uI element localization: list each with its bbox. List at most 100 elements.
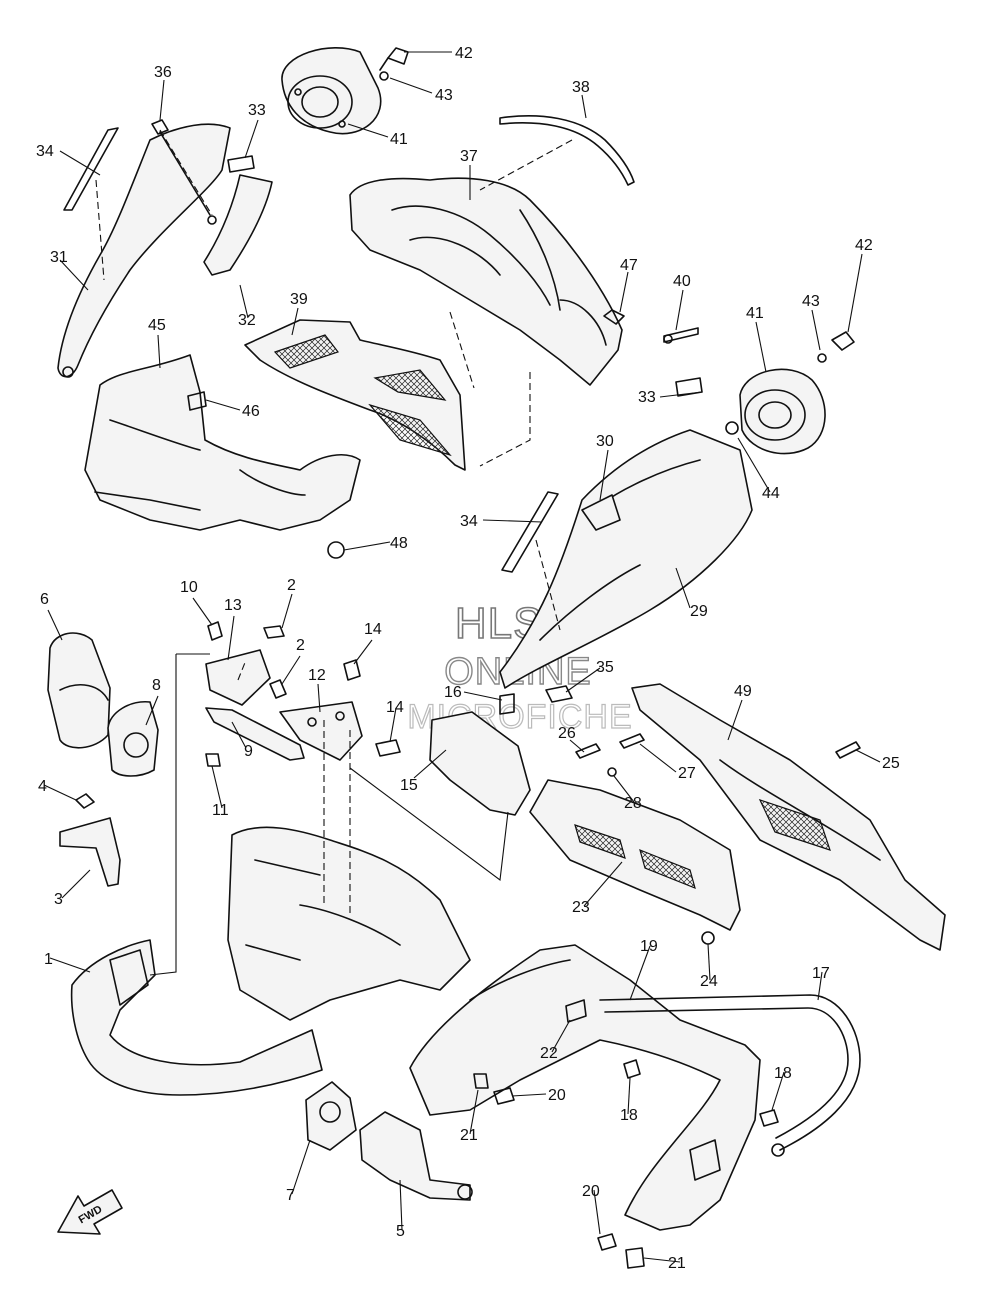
- callout-13: 13: [224, 597, 242, 614]
- part-34-lower-strip: [501, 491, 559, 573]
- callout-32: 32: [238, 312, 256, 329]
- callout-39: 39: [290, 291, 308, 308]
- callout-2-upper: 2: [287, 577, 296, 594]
- part-1-front-cowl: [70, 939, 323, 1096]
- callout-47: 47: [620, 257, 638, 274]
- callout-15: 15: [400, 777, 418, 794]
- part-28-washer: [607, 767, 617, 777]
- part-44-nut: [725, 421, 739, 435]
- part-42-bolt-right: [817, 331, 855, 363]
- callout-2-mid: 2: [296, 637, 305, 654]
- callout-25: 25: [882, 755, 900, 772]
- part-29-muffler-cover: [499, 429, 753, 689]
- part-31-side-cover: [57, 123, 231, 378]
- callout-41: 41: [390, 131, 408, 148]
- part-19-fairing: [409, 944, 761, 1231]
- callout-38: 38: [572, 79, 590, 96]
- part-2-bolt-upper: [263, 625, 285, 639]
- callout-22: 22: [540, 1045, 558, 1062]
- part-15-cover: [429, 711, 531, 816]
- callout-35: 35: [596, 659, 614, 676]
- part-33-pad-upper: [227, 155, 255, 173]
- callout-37: 37: [460, 148, 478, 165]
- callout-8: 8: [152, 677, 161, 694]
- callout-11: 11: [212, 802, 229, 819]
- callout-48: 48: [390, 535, 408, 552]
- callout-29: 29: [690, 603, 708, 620]
- callout-14-upper: 14: [364, 621, 382, 638]
- callout-12: 12: [308, 667, 326, 684]
- callout-36: 36: [154, 64, 172, 81]
- callout-40: 40: [673, 273, 691, 290]
- part-20-bolt-center: [493, 1087, 515, 1105]
- callout-17: 17: [812, 965, 830, 982]
- part-41-end-cap-right: [739, 368, 826, 455]
- part-37-rear-cover: [349, 177, 623, 386]
- callout-27: 27: [678, 765, 696, 782]
- callout-43-right: 43: [802, 293, 820, 310]
- callout-26: 26: [558, 725, 576, 742]
- part-23-lower-panel: [529, 779, 741, 931]
- part-35-bolt: [545, 685, 573, 703]
- callout-46: 46: [242, 403, 260, 420]
- part-4-bolt: [75, 793, 95, 809]
- part-48-grommet: [327, 541, 345, 559]
- callout-34: 34: [36, 143, 54, 160]
- part-25-rivet: [835, 741, 861, 759]
- part-17-grab-rail: [599, 994, 861, 1157]
- part-20-bolt-lower: [597, 1233, 617, 1251]
- callout-21-center: 21: [460, 1127, 478, 1144]
- part-46-clip: [187, 391, 207, 411]
- callout-9: 9: [244, 743, 253, 760]
- callout-23: 23: [572, 899, 590, 916]
- callout-34-lower: 34: [460, 513, 478, 530]
- callout-41-right: 41: [746, 305, 764, 322]
- callout-49: 49: [734, 683, 752, 700]
- callout-24: 24: [700, 973, 718, 990]
- part-18-bolt-right: [759, 1109, 779, 1127]
- callout-6: 6: [40, 591, 49, 608]
- part-5-heel-guard: [359, 1111, 473, 1201]
- part-13-bracket: [205, 649, 271, 706]
- callout-5: 5: [396, 1223, 405, 1240]
- callout-21-lower: 21: [668, 1255, 686, 1272]
- part-36-screw: [151, 119, 217, 225]
- callout-18-center: 18: [620, 1107, 638, 1124]
- callout-4: 4: [38, 778, 47, 795]
- callout-labels: 42 43 41 38 36 33 34 37 31 32 47 40 42 4…: [36, 45, 900, 1272]
- fwd-arrow-icon: FWD: [57, 1189, 123, 1235]
- part-41-end-cap-upper: [281, 47, 382, 135]
- callout-10: 10: [180, 579, 198, 596]
- callout-20-lower: 20: [582, 1183, 600, 1200]
- part-42-bolt-upper: [379, 47, 409, 81]
- callout-44: 44: [762, 485, 780, 502]
- part-7-mount: [305, 1081, 357, 1151]
- leader-lines: [43, 51, 881, 1263]
- callout-28: 28: [624, 795, 642, 812]
- callout-3: 3: [54, 891, 63, 908]
- callout-33-right: 33: [638, 389, 656, 406]
- part-40-rivet: [663, 327, 699, 344]
- part-6-cover: [47, 632, 111, 749]
- part-22-pad: [565, 999, 587, 1023]
- part-14-bolt-lower: [375, 739, 401, 757]
- callout-42: 42: [455, 45, 473, 62]
- callout-7: 7: [286, 1187, 295, 1204]
- part-32-inner-panel: [203, 174, 273, 276]
- callout-33: 33: [248, 102, 266, 119]
- part-8-plate: [107, 701, 159, 777]
- part-39-mesh-guard: [244, 319, 466, 471]
- callout-20-center: 20: [548, 1087, 566, 1104]
- part-30-heat-shield: [581, 494, 621, 531]
- part-frame: [227, 826, 471, 1021]
- callout-19: 19: [640, 938, 658, 955]
- part-21-nut-lower: [625, 1247, 645, 1269]
- part-38-strip: [499, 115, 635, 186]
- callout-18-right: 18: [774, 1065, 792, 1082]
- part-14-bolt-upper: [343, 659, 361, 681]
- callout-1: 1: [44, 951, 53, 968]
- callout-42-right: 42: [855, 237, 873, 254]
- part-49-side-panel: [631, 683, 946, 951]
- part-9-stay: [205, 707, 305, 761]
